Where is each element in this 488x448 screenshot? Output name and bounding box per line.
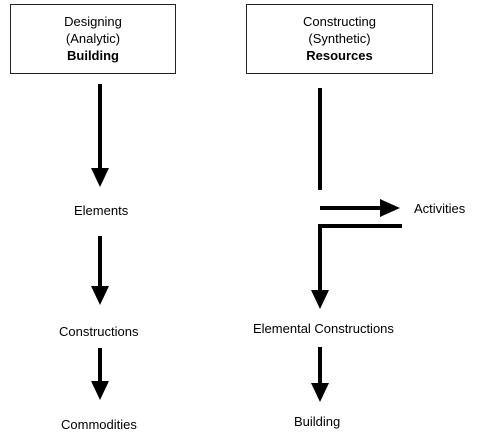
node-commodities: Commodities <box>61 417 137 432</box>
left-arrow-constructions-to-commodities <box>91 348 109 400</box>
node-elemental-constructions: Elemental Constructions <box>253 321 394 336</box>
right-arrow-to-building <box>311 347 329 402</box>
left-arrow-building-to-elements <box>91 84 109 187</box>
constructing-title: Constructing <box>303 14 376 29</box>
designing-title: Designing <box>64 14 122 29</box>
designing-header-box: Designing (Analytic) Building <box>10 4 176 74</box>
node-building: Building <box>294 414 341 429</box>
designing-object: Building <box>67 48 119 63</box>
left-arrow-elements-to-constructions <box>91 236 109 305</box>
node-elements: Elements <box>74 203 129 218</box>
node-constructions: Constructions <box>59 324 139 339</box>
node-activities: Activities <box>414 201 466 216</box>
constructing-object: Resources <box>306 48 373 63</box>
right-arrow-to-elemental-constructions <box>311 224 402 309</box>
right-arrow-to-activities <box>320 199 400 217</box>
constructing-subtitle: (Synthetic) <box>308 31 371 46</box>
designing-subtitle: (Analytic) <box>65 31 121 46</box>
constructing-header-box: Constructing (Synthetic) Resources <box>246 4 433 74</box>
